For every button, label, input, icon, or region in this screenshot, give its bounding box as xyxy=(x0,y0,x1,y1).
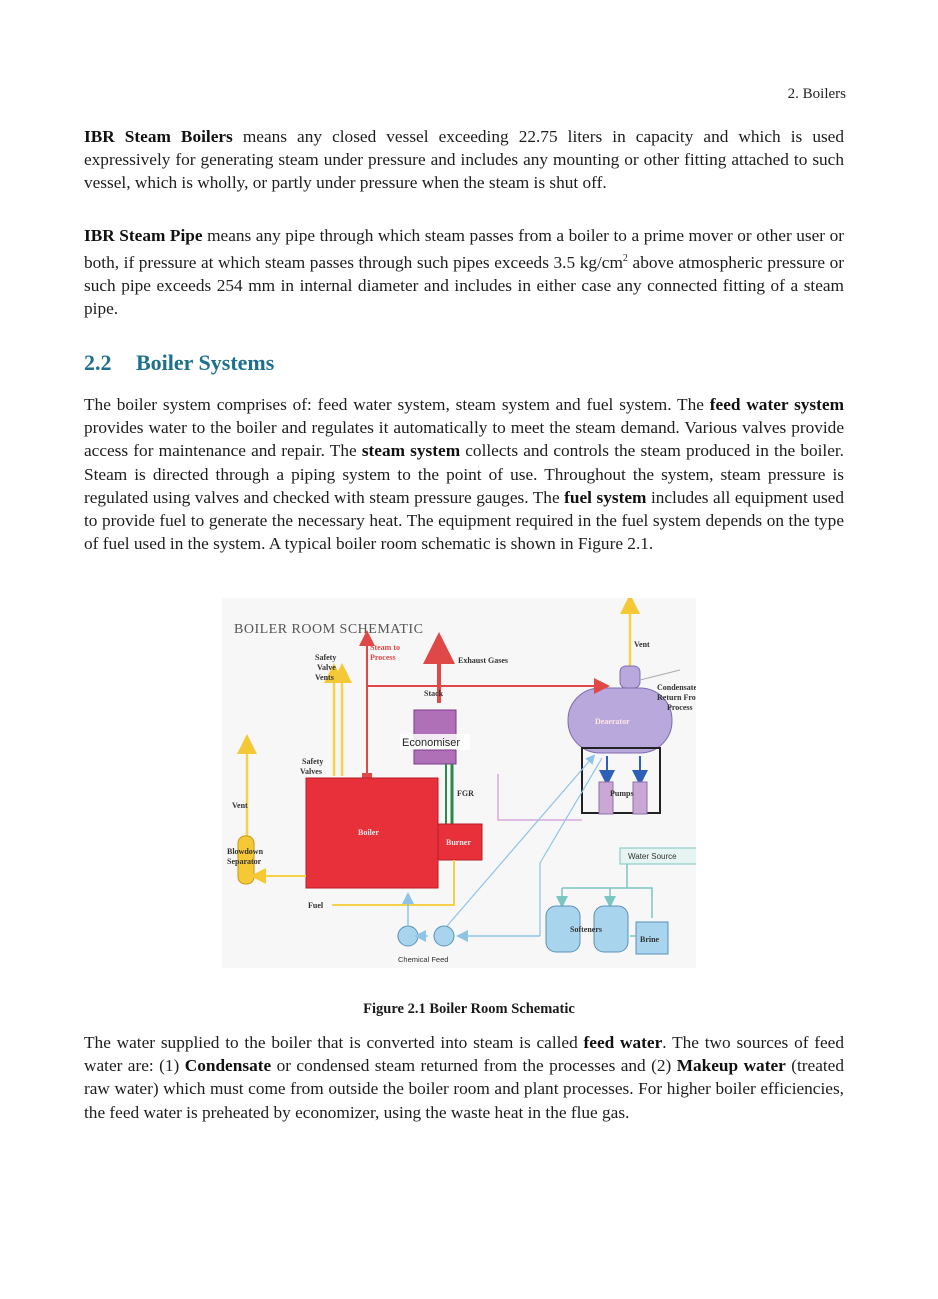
label-fgr: FGR xyxy=(457,789,474,798)
label-brine: Brine xyxy=(640,935,660,944)
softener-tank-1 xyxy=(545,905,581,953)
section-title: Boiler Systems xyxy=(136,350,275,375)
boiler-room-schematic-figure: BOILER ROOM SCHEMATIC Vent Deaerator Con… xyxy=(222,598,696,968)
ibr-pipe-definition: IBR Steam Pipe means any pipe through wh… xyxy=(84,226,845,319)
label-steam-to-process-2: Process xyxy=(370,653,396,662)
figure-caption: Figure 2.1 Boiler Room Schematic xyxy=(363,1001,575,1017)
deaerator-tank xyxy=(567,687,673,754)
water-distribution-line xyxy=(562,887,653,918)
label-blowdown-2: Separator xyxy=(227,857,262,866)
section-number: 2.2 xyxy=(84,350,112,375)
brine-tank xyxy=(635,921,669,955)
pump-right xyxy=(632,781,648,815)
label-condensate-1: Condensate xyxy=(657,683,696,692)
schematic-diagram: BOILER ROOM SCHEMATIC Vent Deaerator Con… xyxy=(222,598,696,968)
label-safety-valve-vents-1: Safety xyxy=(315,653,336,662)
label-stack: Stack xyxy=(424,689,444,698)
boiler-safety-valve xyxy=(362,773,372,779)
ibr-pipe-term: IBR Steam Pipe xyxy=(84,226,203,245)
label-safety-valve-vents-3: Vents xyxy=(315,673,334,682)
pumps-frame xyxy=(581,747,661,814)
section-heading: 2.2 Boiler Systems xyxy=(84,350,274,376)
label-chemical-feed: Chemical Feed xyxy=(398,955,448,964)
feed-water-paragraph: The water supplied to the boiler that is… xyxy=(84,1033,844,1122)
deaerator-dome xyxy=(619,665,641,689)
label-water-source: Water Source xyxy=(628,852,677,861)
chemical-feed-to-deaerator xyxy=(446,754,596,927)
figure-title: BOILER ROOM SCHEMATIC xyxy=(234,622,423,637)
ibr-boilers-term: IBR Steam Boilers xyxy=(84,127,233,146)
chemical-feed-pump-2 xyxy=(433,925,455,947)
economiser-lower xyxy=(413,749,457,765)
label-softeners: Softeners xyxy=(570,925,602,934)
chemical-feed-pump-1 xyxy=(397,925,419,947)
burner xyxy=(437,823,483,861)
label-vent-left: Vent xyxy=(232,801,248,810)
feedwater-to-economiser xyxy=(497,774,582,821)
running-head: 2. Boilers xyxy=(787,86,846,102)
makeup-to-deaerator xyxy=(539,757,603,936)
label-deaerator: Deaerator xyxy=(595,717,630,726)
label-condensate-3: Process xyxy=(667,703,693,712)
boiler-systems-paragraph: The boiler system comprises of: feed wat… xyxy=(84,395,845,554)
label-vent-top: Vent xyxy=(634,640,650,649)
ibr-boilers-definition: IBR Steam Boilers means any closed vesse… xyxy=(84,127,844,193)
label-condensate-2: Return From xyxy=(657,693,696,702)
label-safety-valves-2: Valves xyxy=(300,767,322,776)
pump-left xyxy=(598,781,614,815)
condensate-pipe xyxy=(639,669,681,681)
label-pumps: Pumps xyxy=(610,789,634,798)
label-burner: Burner xyxy=(446,838,471,847)
label-boiler: Boiler xyxy=(358,828,379,837)
fuel-line xyxy=(332,860,455,906)
label-safety-valves-1: Safety xyxy=(302,757,323,766)
label-safety-valve-vents-2: Valve xyxy=(317,663,336,672)
label-exhaust-gases: Exhaust Gases xyxy=(458,656,508,665)
label-fuel: Fuel xyxy=(308,901,324,910)
economiser-label-box xyxy=(400,734,470,750)
label-steam-to-process-1: Steam to xyxy=(370,643,400,652)
label-economiser: Economiser xyxy=(402,737,460,749)
boiler-body xyxy=(305,777,439,889)
softener-tank-2 xyxy=(593,905,629,953)
label-blowdown-1: Blowdown xyxy=(227,847,264,856)
water-source-box xyxy=(619,847,696,865)
